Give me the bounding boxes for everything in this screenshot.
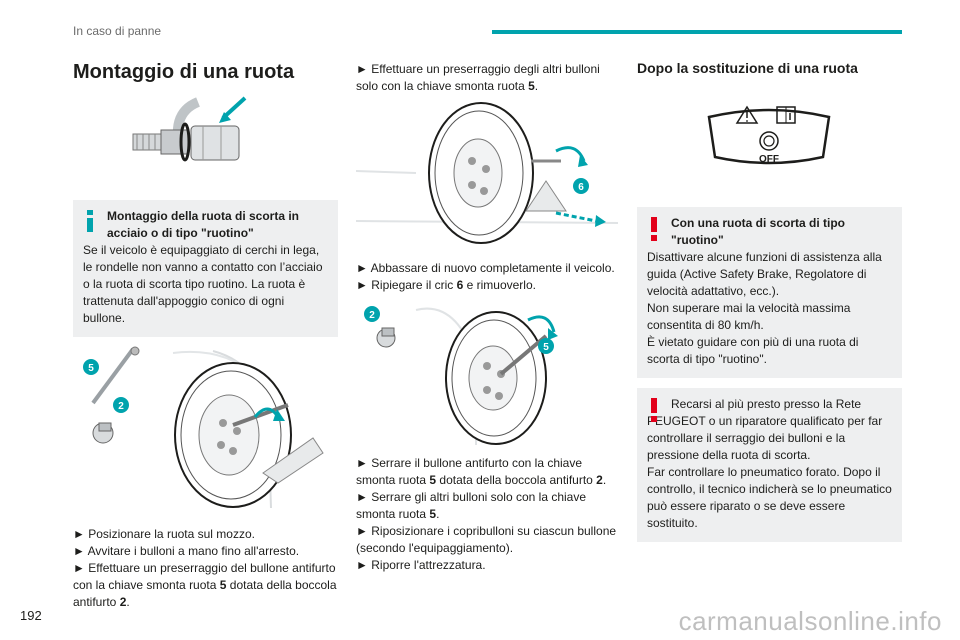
running-header: In caso di panne: [73, 24, 162, 38]
page-number: 192: [20, 608, 42, 623]
svg-text:2: 2: [118, 401, 124, 412]
column-middle: ► Effettuare un preserraggio degli altri…: [356, 52, 618, 574]
warning-triangle-icon: [735, 105, 759, 124]
warning-note-line: Disattivare alcune funzioni di assistenz…: [647, 250, 882, 298]
warning-note-dealer: Recarsi al più presto presso la Rete PEU…: [637, 388, 902, 542]
warning-note-spare-wheel: Con una ruota di scorta di tipo "ruotino…: [637, 207, 902, 378]
steps-list-top: ► Effettuare un preserraggio degli altri…: [356, 61, 618, 95]
manual-info-icon: [776, 106, 796, 124]
column-right: Dopo la sostituzione di una ruota OFF Co…: [637, 52, 902, 542]
warning-note-line: È vietato guidare con più di una ruota d…: [647, 335, 859, 366]
info-note-title: Montaggio della ruota di scorta in accia…: [107, 209, 300, 240]
step-item: ► Serrare il bullone antifurto con la ch…: [356, 456, 607, 487]
esp-off-icon: [759, 131, 779, 151]
exclamation-icon: [651, 398, 657, 422]
figure-callout-6: 6: [573, 178, 589, 194]
svg-text:6: 6: [578, 182, 584, 193]
step-item: ► Ripiegare il cric 6 e rimuoverlo.: [356, 278, 536, 292]
warning-note-text: Far controllare lo pneumatico forato. Do…: [647, 465, 892, 530]
figure-callout-2: 2: [113, 397, 129, 413]
info-note-text: Se il veicolo è equipaggiato di cerchi i…: [83, 243, 323, 325]
step-item: ► Effettuare un preserraggio degli altri…: [356, 62, 600, 93]
section-title: Montaggio di una ruota: [73, 61, 295, 83]
header-accent-bar: [492, 30, 902, 34]
svg-text:2: 2: [369, 310, 375, 321]
wheel-tightening-illustration: 2 5: [364, 306, 558, 445]
step-item: ► Abbassare di nuovo completamente il ve…: [356, 261, 615, 275]
jack-lowering-illustration: 6: [356, 102, 618, 244]
warning-note-title: Con una ruota di scorta di tipo "ruotino…: [671, 216, 845, 247]
figure-callout-5: 5: [83, 359, 99, 375]
info-icon: [87, 210, 93, 232]
step-item: ► Posizionare la ruota sul mozzo.: [73, 527, 255, 541]
step-item: ► Effettuare un preserraggio del bullone…: [73, 561, 337, 609]
off-label: OFF: [759, 154, 779, 165]
section-title: Dopo la sostituzione di una ruota: [637, 60, 858, 76]
step-item: ► Riposizionare i copribulloni su ciascu…: [356, 524, 617, 555]
exclamation-icon: [651, 217, 657, 241]
svg-text:5: 5: [88, 363, 94, 374]
info-note: Montaggio della ruota di scorta in accia…: [73, 200, 338, 337]
wheel-wrench-illustration: 5 2: [83, 346, 324, 508]
footer-watermark[interactable]: carmanualsonline.info: [678, 606, 942, 636]
warning-note-line: Non superare mai la velocità massima con…: [647, 301, 851, 332]
dashboard-panel-illustration: OFF: [707, 105, 831, 165]
svg-text:5: 5: [543, 342, 549, 353]
figure-callout-5: 5: [538, 338, 554, 354]
steps-list-bottom: ► Serrare il bullone antifurto con la ch…: [356, 455, 618, 574]
steps-list-mid: ► Abbassare di nuovo completamente il ve…: [356, 260, 618, 294]
figure-callout-2: 2: [364, 306, 380, 322]
column-left: Montaggio di una ruota Montaggio della r…: [73, 52, 338, 611]
step-item: ► Avvitare i bulloni a mano fino all'arr…: [73, 544, 300, 558]
step-item: ► Riporre l'attrezzatura.: [356, 558, 486, 572]
warning-note-text: Recarsi al più presto presso la Rete PEU…: [647, 397, 883, 462]
bolt-washer-illustration: [132, 96, 247, 162]
step-item: ► Serrare gli altri bulloni solo con la …: [356, 490, 587, 521]
steps-list-left: ► Posizionare la ruota sul mozzo. ► Avvi…: [73, 526, 338, 611]
